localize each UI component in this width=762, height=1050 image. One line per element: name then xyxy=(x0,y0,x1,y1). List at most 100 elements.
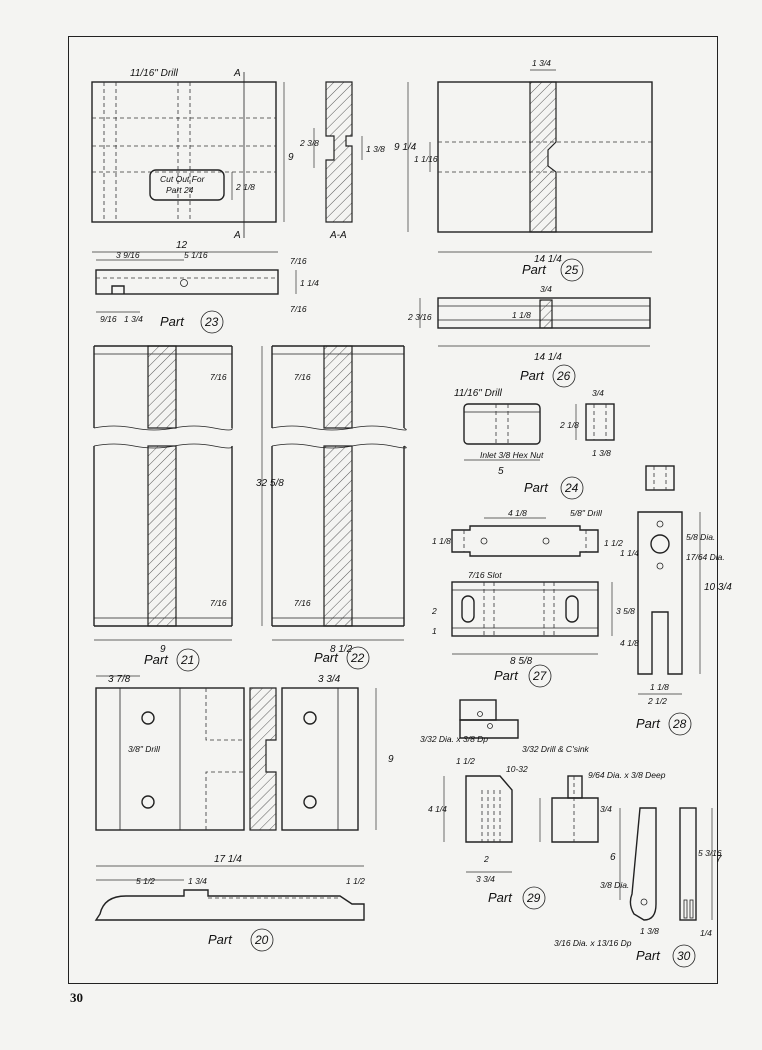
dim-3-3-4: 3 3/4 xyxy=(318,674,341,685)
dim-3-9-16: 3 9/16 xyxy=(116,250,140,260)
caption-part-20: Part 20 xyxy=(208,928,274,952)
dim-1-1-8-d: 1 1/8 xyxy=(650,682,669,692)
dim-14-1-4-b: 14 1/4 xyxy=(534,352,562,363)
dim-5: 5 xyxy=(498,466,504,477)
part-22-drawing xyxy=(261,345,407,641)
caption-part-21: Part 21 xyxy=(144,648,200,672)
dim-4-1-8-b: 4 1/8 xyxy=(620,638,639,648)
dim-9: 9 xyxy=(288,152,294,163)
dim-3-4: 3/4 xyxy=(540,284,552,294)
svg-text:Part: Part xyxy=(314,650,339,665)
dim-2-1-2: 2 1/2 xyxy=(647,696,667,706)
svg-text:Part: Part xyxy=(520,368,545,383)
dim-1-1-4: 1 1/4 xyxy=(300,278,319,288)
dim-1-1-16: 1 1/16 xyxy=(414,154,438,164)
caption-part-30: Part 30 xyxy=(636,944,696,968)
part-21-drawing xyxy=(93,345,233,641)
dim-12: 12 xyxy=(176,240,188,251)
dim-9-b: 9 xyxy=(160,644,166,655)
dia-note-28-large: 5/8 Dia. xyxy=(686,532,715,542)
drill-note-27: 5/8" Drill xyxy=(570,508,603,518)
dim-2: 2 xyxy=(431,606,437,616)
svg-text:Part: Part xyxy=(208,932,233,947)
dim-2-3-16: 2 3/16 xyxy=(407,312,432,322)
part-24-drawing xyxy=(463,403,615,461)
svg-text:28: 28 xyxy=(672,717,687,731)
section-label-aa: A-A xyxy=(329,230,347,241)
dim-1-3-8-b: 1 3/8 xyxy=(592,448,611,458)
svg-text:20: 20 xyxy=(254,933,269,947)
dim-7-16-d: 7/16 xyxy=(210,598,227,608)
svg-text:27: 27 xyxy=(532,669,548,683)
dim-3-7-8: 3 7/8 xyxy=(108,674,131,685)
section-marker-a-bottom: A xyxy=(233,230,241,241)
caption-part-28: Part 28 xyxy=(636,712,692,736)
cutout-note-line1: Cut Out For xyxy=(160,174,206,184)
drawing-frame xyxy=(68,36,718,984)
dia-note-30: 3/8 Dia. xyxy=(600,880,629,890)
dim-9-c: 9 xyxy=(388,754,394,765)
svg-text:Part: Part xyxy=(144,652,169,667)
svg-text:Part: Part xyxy=(636,716,661,731)
caption-part-25: Part 25 xyxy=(522,258,584,282)
dim-1-4: 1/4 xyxy=(700,928,712,938)
caption-part-27: Part 27 xyxy=(494,664,552,688)
dim-1-1-8-c: 1 1/8 xyxy=(432,536,451,546)
caption-part-23: Part 23 xyxy=(160,310,224,334)
caption-part-26: Part 26 xyxy=(520,364,576,388)
drill-note-20: 3/8" Drill xyxy=(128,744,161,754)
section-marker-a-top: A xyxy=(233,68,241,79)
dim-1-3-4: 1 3/4 xyxy=(124,314,143,324)
dim-5-1-16: 5 1/16 xyxy=(184,250,208,260)
dia-note-28-small: 17/64 Dia. xyxy=(686,552,725,562)
dim-2-b: 2 xyxy=(483,854,489,864)
dim-32-5-8: 32 5/8 xyxy=(256,478,284,489)
inlet-hex-note: Inlet 3/8 Hex Nut xyxy=(480,450,544,460)
dim-1-3-8: 1 3/8 xyxy=(366,144,385,154)
svg-text:24: 24 xyxy=(564,481,579,495)
dia-deep-note: 9/64 Dia. x 3/8 Deep xyxy=(588,770,666,780)
dim-7-16-e: 7/16 xyxy=(294,372,311,382)
svg-text:Part: Part xyxy=(488,890,513,905)
drill-csink-note: 3/32 Drill & C'sink xyxy=(522,744,590,754)
part-26-drawing xyxy=(419,297,651,347)
part-23-drawing xyxy=(91,72,363,313)
tap-note: 10-32 xyxy=(506,764,528,774)
dim-7-16-b: 7/16 xyxy=(290,304,307,314)
dim-1-3-8-c: 1 3/8 xyxy=(640,926,659,936)
part-25-drawing xyxy=(407,69,653,253)
svg-text:Part: Part xyxy=(494,668,519,683)
svg-text:30: 30 xyxy=(677,949,691,963)
dim-1-1-4-b: 1 1/4 xyxy=(620,548,639,558)
caption-part-22: Part 22 xyxy=(314,646,370,670)
svg-text:29: 29 xyxy=(526,891,541,905)
part-20-drawing xyxy=(94,675,377,921)
dim-1-3-4-c: 1 3/4 xyxy=(188,876,207,886)
part-30-drawing xyxy=(619,807,713,921)
dim-3-3-4-b: 3 3/4 xyxy=(476,874,495,884)
dim-7-16-a: 7/16 xyxy=(290,256,307,266)
slot-note: 7/16 Slot xyxy=(468,570,502,580)
dim-3-4-c: 3/4 xyxy=(600,804,612,814)
dim-2-1-8: 2 1/8 xyxy=(235,182,255,192)
dim-1: 1 xyxy=(432,626,437,636)
svg-text:Part: Part xyxy=(522,262,547,277)
svg-text:22: 22 xyxy=(350,651,365,665)
part-captions: Part 23 Part 25 Part 26 Part 24 Part xyxy=(144,258,696,968)
dim-17-1-4: 17 1/4 xyxy=(214,854,242,865)
dim-8-1-2: 8 1/2 xyxy=(330,644,353,655)
dim-1-1-2-b: 1 1/2 xyxy=(346,876,365,886)
dim-10-3-4: 10 3/4 xyxy=(704,582,732,593)
dim-4-1-8: 4 1/8 xyxy=(508,508,527,518)
dim-7: 7 xyxy=(716,854,722,865)
drill-note-23: 11/16" Drill xyxy=(130,68,179,79)
page-number: 30 xyxy=(70,990,83,1005)
dim-9-16: 9/16 xyxy=(100,314,117,324)
dim-1-3-4-top: 1 3/4 xyxy=(532,58,551,68)
cutout-note-line2: Part 24 xyxy=(166,185,194,195)
dia-dp-note-30: 3/16 Dia. x 13/16 Dp xyxy=(554,938,632,948)
caption-part-29: Part 29 xyxy=(488,886,546,910)
drill-note-24: 11/16" Drill xyxy=(454,388,503,399)
